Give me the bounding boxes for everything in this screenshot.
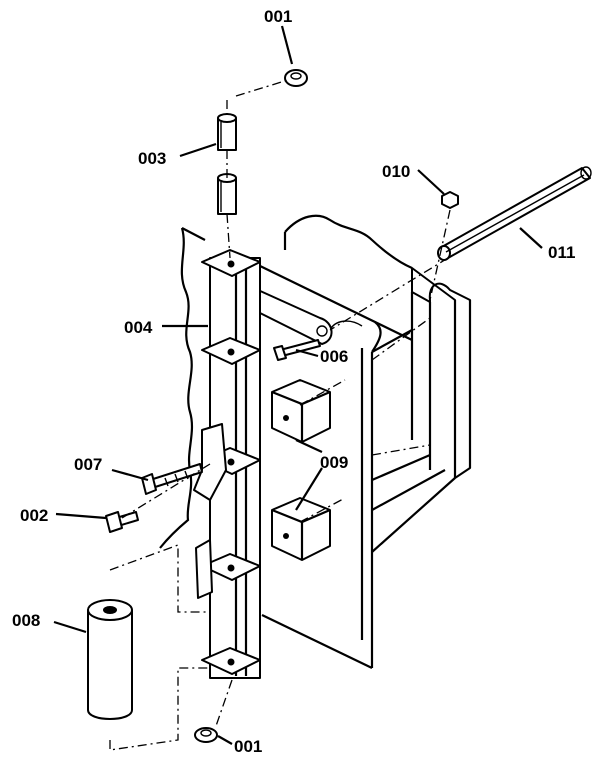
rod <box>437 166 592 261</box>
bolt-007 <box>141 463 203 495</box>
label-001-top: 001 <box>264 7 292 26</box>
label-003: 003 <box>138 149 166 168</box>
label-010: 010 <box>382 162 410 181</box>
nut <box>441 191 459 209</box>
part-labels: 001 003 010 011 004 006 007 009 002 008 … <box>12 7 575 756</box>
bolt-002 <box>105 511 139 533</box>
label-002: 002 <box>20 506 48 525</box>
mounting-plate <box>257 214 413 669</box>
label-007: 007 <box>74 455 102 474</box>
pin <box>217 113 237 215</box>
label-011: 011 <box>548 243 575 262</box>
assembly-lines <box>109 79 451 751</box>
label-008: 008 <box>12 611 40 630</box>
hinge-channel <box>159 227 261 679</box>
label-006: 006 <box>320 347 348 366</box>
leader-lines <box>53 25 543 745</box>
bolt-006 <box>273 339 321 361</box>
washer-bottom <box>194 727 218 743</box>
block-lower <box>271 497 331 561</box>
label-001-bottom: 001 <box>234 737 262 756</box>
washer-top <box>284 69 308 87</box>
label-009: 009 <box>320 453 348 472</box>
block-upper <box>271 379 331 443</box>
label-004: 004 <box>124 318 153 337</box>
roller <box>87 599 133 720</box>
link-arm <box>257 289 333 345</box>
